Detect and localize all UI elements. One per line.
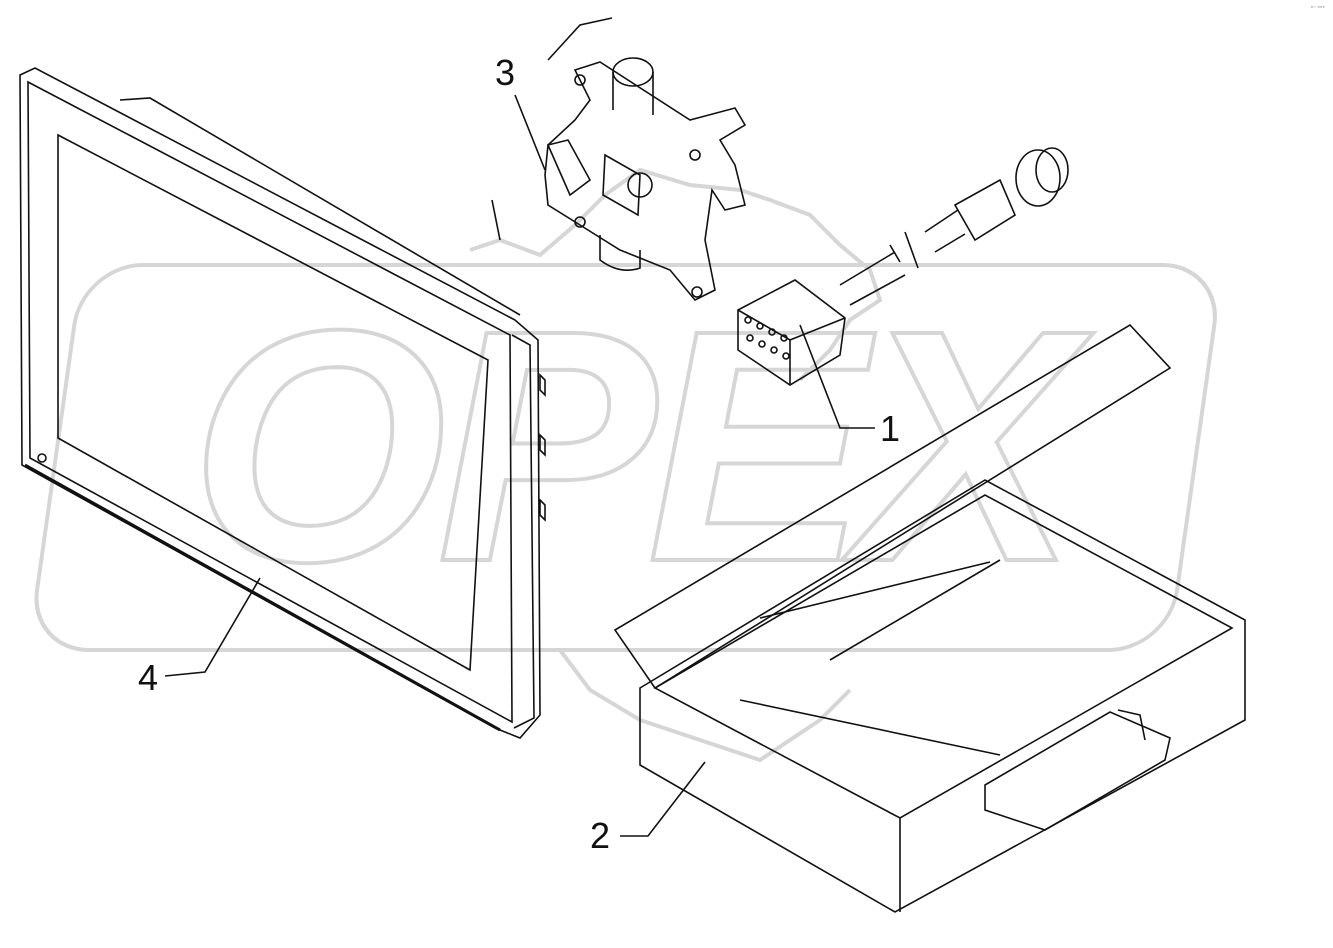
leader-line-3 [491, 17, 613, 241]
leader-line-4 [164, 577, 261, 677]
corner-mark: ▪▫ ▪▪▪ [1310, 4, 1325, 11]
display-terminal [19, 67, 546, 739]
connector-cable [737, 147, 1069, 386]
leader-lines [164, 17, 875, 837]
watermark: OPEX [34, 167, 1217, 763]
callout-3: 3 [495, 52, 515, 93]
watermark-text: OPEX [190, 261, 1094, 630]
case-lid [613, 323, 1172, 690]
watermark-gear-icon [469, 167, 883, 763]
callout-1: 1 [880, 408, 900, 449]
display-screen [57, 133, 489, 672]
leader-line-2 [620, 761, 706, 837]
case-handle [984, 711, 1171, 831]
power-led-icon [37, 453, 47, 463]
leader-line-1 [799, 324, 875, 429]
watermark-frame [34, 263, 1217, 652]
mounting-bracket [544, 57, 747, 301]
callouts: 1 2 3 4 [138, 52, 900, 856]
carry-case [613, 323, 1246, 913]
callout-4: 4 [138, 657, 158, 698]
callout-2: 2 [590, 815, 610, 856]
